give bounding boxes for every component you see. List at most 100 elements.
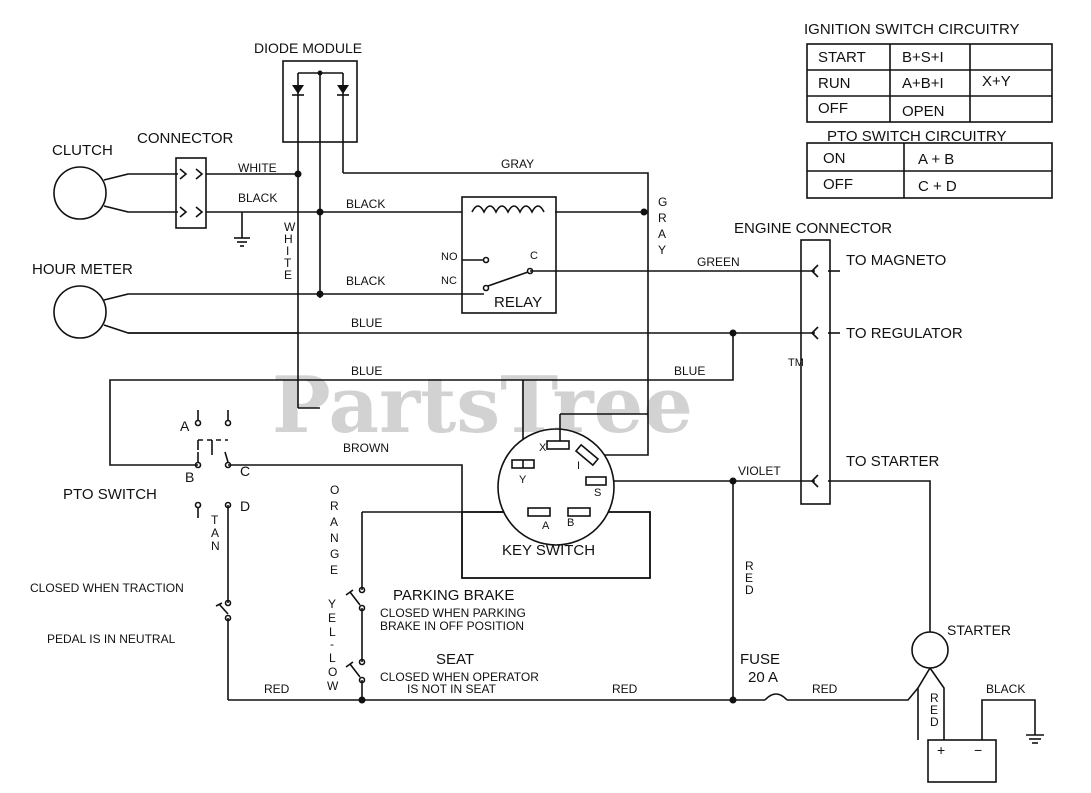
wire-label-red-mid: RED xyxy=(612,682,638,696)
svg-text:START: START xyxy=(818,49,866,66)
svg-text:L: L xyxy=(329,651,336,665)
fuse-label: FUSE xyxy=(740,651,780,668)
pto-a-label: A xyxy=(180,418,190,434)
starter: STARTER xyxy=(911,622,1011,669)
wire-label-black-nc: BLACK xyxy=(346,274,385,288)
watermark-tm: TM xyxy=(788,357,804,369)
clutch-label: CLUTCH xyxy=(52,142,113,159)
svg-text:W: W xyxy=(327,679,339,693)
wire-label-black-connector: BLACK xyxy=(238,191,277,205)
connector: CONNECTOR xyxy=(137,130,234,229)
wire-label-red-vertical-fuse: R E D xyxy=(745,559,754,597)
wire-label-green: GREEN xyxy=(697,255,740,269)
svg-text:A: A xyxy=(211,526,219,540)
battery: + − xyxy=(927,739,997,783)
diode-right-symbol xyxy=(337,85,349,94)
svg-text:OFF: OFF xyxy=(818,100,848,117)
key-terminal-i xyxy=(574,443,600,467)
pto-row-off: OFF C + D xyxy=(823,176,957,195)
key-terminal-s xyxy=(585,476,607,486)
ignition-table-title: IGNITION SWITCH CIRCUITRY xyxy=(804,21,1020,38)
svg-text:OPEN: OPEN xyxy=(902,103,945,120)
svg-text:A: A xyxy=(658,227,666,241)
svg-text:Y: Y xyxy=(328,597,336,611)
key-a-label: A xyxy=(542,520,550,532)
key-i-label: I xyxy=(577,460,580,472)
svg-text:X+Y: X+Y xyxy=(982,73,1011,90)
pto-d-label: D xyxy=(240,498,250,514)
svg-text:R: R xyxy=(745,559,754,573)
parking-brake-note-line1: CLOSED WHEN PARKING xyxy=(380,606,526,620)
fuse-symbol xyxy=(764,693,788,701)
starter-symbol xyxy=(911,631,949,669)
svg-text:E: E xyxy=(930,703,938,717)
wire-label-red-right: RED xyxy=(812,682,838,696)
svg-text:L: L xyxy=(329,625,336,639)
wire-label-white-vertical: W H I T E xyxy=(284,220,296,282)
engine-connector-body xyxy=(800,239,831,505)
ignition-row-start: START B+S+I xyxy=(818,49,944,66)
svg-text:RUN: RUN xyxy=(818,75,851,92)
battery-minus-label: − xyxy=(974,742,982,758)
key-switch: X I Y S A B KEY SWITCH xyxy=(461,413,651,579)
seat-switch: SEAT CLOSED WHEN OPERATOR IS NOT IN SEAT xyxy=(345,651,539,696)
svg-text:T: T xyxy=(284,256,292,270)
wire-label-black-coil: BLACK xyxy=(346,197,385,211)
pto-b-label: B xyxy=(185,469,194,485)
pto-switch-label: PTO SWITCH xyxy=(63,486,157,503)
hour-meter-symbol xyxy=(53,285,107,339)
wire-label-violet: VIOLET xyxy=(738,464,781,478)
pto-row-on: ON A + B xyxy=(823,150,954,168)
key-terminal-b xyxy=(567,507,591,517)
fuse-rating-label: 20 A xyxy=(748,669,778,686)
key-terminal-a xyxy=(527,507,551,517)
to-magneto-label: TO MAGNETO xyxy=(846,252,946,269)
svg-text:G: G xyxy=(330,547,339,561)
engine-connector-label: ENGINE CONNECTOR xyxy=(734,220,892,237)
traction-note-line1: CLOSED WHEN TRACTION xyxy=(30,581,184,595)
wire-to-starter xyxy=(828,480,931,632)
svg-text:N: N xyxy=(211,539,220,553)
svg-text:ON: ON xyxy=(823,150,846,167)
wire-label-black-battery: BLACK xyxy=(986,682,1025,696)
svg-text:Y: Y xyxy=(658,243,666,257)
svg-text:C + D: C + D xyxy=(918,178,957,195)
connector-body xyxy=(175,157,207,229)
starter-label: STARTER xyxy=(947,622,1011,638)
relay-coil xyxy=(471,205,545,214)
pto-switch: A B C D PTO SWITCH xyxy=(63,410,250,518)
ignition-row-run: RUN A+B+I X+Y xyxy=(818,73,1011,92)
ignition-row-off: OFF OPEN xyxy=(818,100,945,120)
clutch-symbol xyxy=(53,166,107,220)
traction-switch: CLOSED WHEN TRACTION PEDAL IS IN NEUTRAL xyxy=(30,581,232,646)
svg-text:O: O xyxy=(328,665,337,679)
relay-no-label: NO xyxy=(441,251,458,263)
pto-c-label: C xyxy=(240,463,250,479)
svg-text:G: G xyxy=(658,195,667,209)
svg-text:D: D xyxy=(745,583,754,597)
relay-box xyxy=(461,196,557,314)
svg-text:-: - xyxy=(330,637,334,651)
to-starter-label: TO STARTER xyxy=(846,453,940,470)
battery-plus-label: + xyxy=(937,742,945,758)
key-switch-label: KEY SWITCH xyxy=(502,542,595,559)
fuse: FUSE 20 A xyxy=(740,651,780,686)
watermark-brand: PartsTree xyxy=(272,360,693,451)
relay-label: RELAY xyxy=(494,294,542,311)
battery-box xyxy=(927,739,997,783)
key-s-label: S xyxy=(594,487,601,499)
clutch: CLUTCH xyxy=(52,142,178,220)
svg-text:R: R xyxy=(658,211,667,225)
svg-text:I: I xyxy=(286,244,289,258)
to-regulator-label: TO REGULATOR xyxy=(846,325,963,342)
wire-label-blue-key: BLUE xyxy=(674,364,705,378)
svg-text:R: R xyxy=(930,691,939,705)
svg-text:O: O xyxy=(330,483,339,497)
svg-text:E: E xyxy=(284,268,292,282)
relay-nc-label: NC xyxy=(441,275,457,287)
relay-c-label: C xyxy=(530,250,538,262)
wire-label-red-left: RED xyxy=(264,682,290,696)
svg-text:D: D xyxy=(930,715,939,729)
parking-brake-label: PARKING BRAKE xyxy=(393,587,514,604)
svg-text:R: R xyxy=(330,499,339,513)
